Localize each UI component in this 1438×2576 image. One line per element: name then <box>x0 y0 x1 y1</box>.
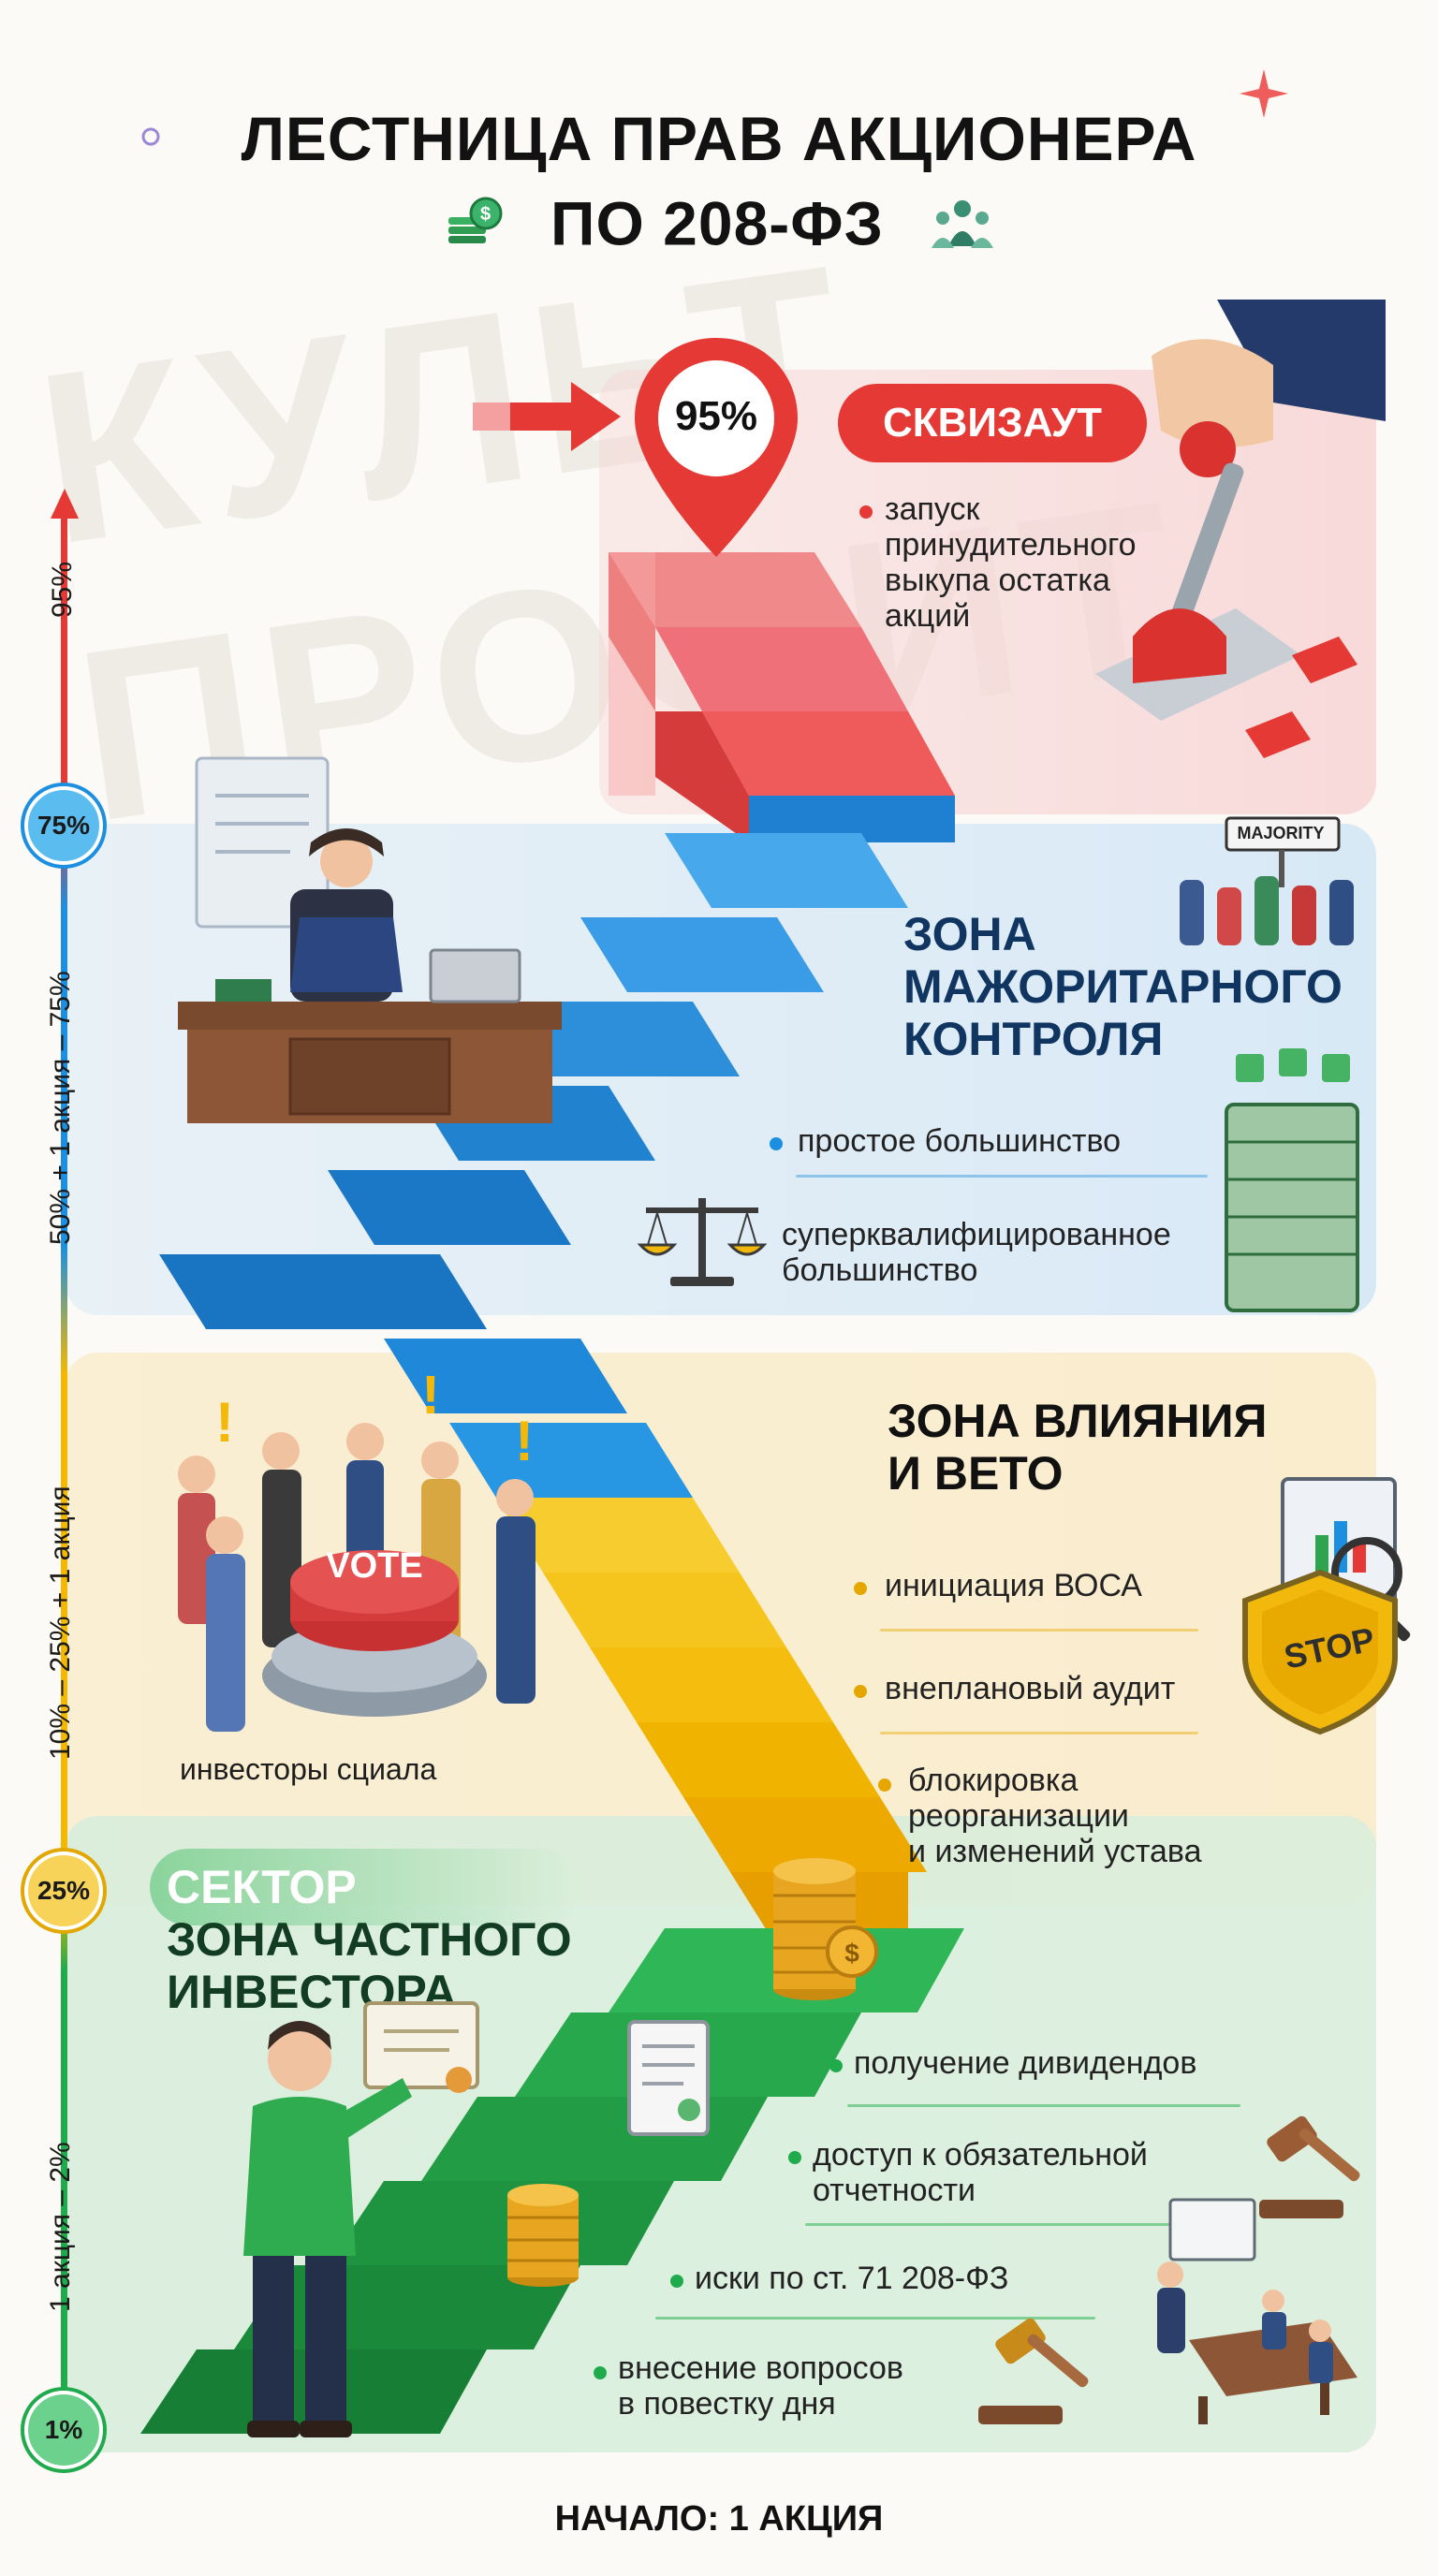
squeeze-out-line-4: акций <box>885 598 971 634</box>
scale-arrow-icon <box>51 489 79 519</box>
influence-bullet-block-line-3: и изменений устава <box>908 1834 1202 1869</box>
scale-marker-1: 1% <box>24 2391 103 2469</box>
majority-bullet-super-line-2: большинство <box>782 1252 978 1288</box>
private-separator-2 <box>805 2223 1208 2226</box>
influence-separator-1 <box>880 1629 1198 1632</box>
scales-icon <box>637 1198 768 1286</box>
coins-small-icon <box>507 2184 579 2287</box>
private-bullet-dot-2 <box>788 2151 801 2164</box>
squeeze-out-line-1: запуск <box>885 491 980 527</box>
majority-title-line-2: МАЖОРИТАРНОГО <box>903 960 1343 1013</box>
influence-title-line-1: ЗОНА ВЛИЯНИЯ <box>888 1395 1268 1447</box>
private-bullet-dot-4 <box>594 2366 607 2379</box>
private-bullet-reports-line-1: доступ к обязательной <box>813 2137 1148 2173</box>
location-pin-icon <box>635 338 798 557</box>
private-title-line-2: ЗОНА ЧАСТНОГО <box>167 1913 572 1966</box>
majority-title-line-1: ЗОНА <box>903 908 1036 960</box>
influence-bullet-block-line-1: блокировка <box>908 1763 1078 1798</box>
squeeze-out-dot <box>859 505 873 519</box>
svg-text:!: ! <box>421 1376 440 1426</box>
private-bullet-dot-1 <box>829 2059 843 2072</box>
circle-deco-icon <box>141 127 160 146</box>
private-separator-1 <box>847 2104 1240 2107</box>
influence-title: ЗОНА ВЛИЯНИЯ И ВЕТО <box>888 1395 1267 1500</box>
private-title-pill <box>150 1849 580 1925</box>
scale-bar-red <box>61 517 67 798</box>
executive-desk-icon <box>178 756 562 1123</box>
title-line-2: ПО 208-ФЗ <box>550 188 884 258</box>
influence-bullet-block-line-2: реорганизации <box>908 1798 1129 1834</box>
svg-text:!: ! <box>515 1410 534 1472</box>
squeeze-out-text: запуск принудительного выкупа остатка ак… <box>885 491 1137 634</box>
svg-text:!: ! <box>215 1391 234 1454</box>
majority-title-line-3: КОНТРОЛЯ <box>903 1013 1164 1065</box>
title-line-1: ЛЕСТНИЦА ПРАВ АКЦИОНЕРА <box>241 104 1197 173</box>
vote-button-label: VOTE <box>326 1546 423 1586</box>
scale-range-influence: 10% – 25% + 1 акция <box>45 1486 76 1760</box>
scale-range-majority: 50% + 1 акция – 75% <box>45 971 76 1245</box>
stop-shield-icon <box>1242 1477 1411 1735</box>
influence-bullet-block: блокировка реорганизации и изменений уст… <box>908 1763 1202 1869</box>
scale-marker-25: 25% <box>24 1852 103 1930</box>
influence-bullet-egm: инициация ВОСА <box>885 1568 1142 1603</box>
private-bullet-dot-3 <box>670 2275 683 2288</box>
private-title: СЕКТОР ЗОНА ЧАСТНОГО ИНВЕСТОРА <box>167 1861 572 2018</box>
majority-bullet-super-line-1: суперквалифицированное <box>782 1217 1171 1252</box>
pin-label: 95% <box>674 393 758 439</box>
scale-bar-yellow <box>61 1245 67 1891</box>
influence-bullet-dot-2 <box>854 1685 867 1698</box>
influence-bullet-dot-3 <box>878 1778 891 1792</box>
page-title: ЛЕСТНИЦА ПРАВ АКЦИОНЕРА <box>0 103 1438 174</box>
svg-text:$: $ <box>844 1939 859 1968</box>
meeting-icon <box>1157 2198 1357 2424</box>
majority-bullet-dot-1 <box>770 1137 783 1150</box>
private-bullet-dividends: получение дивидендов <box>854 2045 1197 2081</box>
private-bullet-agenda-line-2: в повестку дня <box>618 2386 836 2422</box>
scale-bar-blue <box>61 798 67 1247</box>
svg-text:$: $ <box>480 204 492 225</box>
influence-bullet-dot-1 <box>854 1582 867 1595</box>
investors-caption: инвесторы сциала <box>180 1752 437 1786</box>
squeeze-out-line-3: выкупа остатка <box>885 563 1110 598</box>
private-bullet-reports: доступ к обязательной отчетности <box>813 2137 1148 2208</box>
scale-range-private: 1 акция – 2% <box>45 2142 76 2312</box>
scale-marker-75: 75% <box>24 786 103 865</box>
sparkle-icon <box>1240 69 1288 118</box>
coins-icon: $ <box>773 1858 878 2000</box>
lever-icon <box>1095 300 1386 758</box>
gavel-icon <box>1259 2115 1360 2218</box>
majority-sign: MAJORITY <box>1237 824 1325 842</box>
private-title-line-1: СЕКТОР <box>167 1861 357 1913</box>
page-subtitle: $ ПО 208-ФЗ <box>0 183 1438 259</box>
majority-bullet-simple: простое большинство <box>798 1123 1122 1159</box>
private-separator-3 <box>655 2317 1095 2320</box>
private-bullet-agenda: внесение вопросов в повестку дня <box>618 2350 903 2422</box>
private-bullet-agenda-line-1: внесение вопросов <box>618 2350 903 2386</box>
squeeze-out-line-2: принудительного <box>885 527 1137 563</box>
cash-stack-icon: $ <box>443 195 505 253</box>
staircase <box>140 552 964 2434</box>
squeeze-out-title: СКВИЗАУТ <box>838 384 1147 462</box>
raised-hands-icon <box>1180 816 1354 945</box>
gavel-2-icon <box>978 2318 1089 2424</box>
investors-group-icon: ! ! ! <box>178 1376 536 1732</box>
footer-start: НАЧАЛО: 1 АКЦИЯ <box>554 2499 884 2539</box>
influence-title-line-2: И ВЕТО <box>888 1447 1064 1500</box>
scale-label-95: 95% <box>47 561 78 618</box>
private-bullet-lawsuits: иски по ст. 71 208-ФЗ <box>695 2261 1009 2296</box>
scale-bar-green <box>61 1891 67 2424</box>
majority-bullet-super: суперквалифицированное большинство <box>782 1217 1171 1288</box>
private-bullet-reports-line-2: отчетности <box>813 2173 976 2208</box>
private-investor-icon <box>243 2001 479 2437</box>
majority-separator <box>796 1175 1208 1178</box>
influence-separator-2 <box>880 1732 1198 1734</box>
influence-bullet-audit: внеплановый аудит <box>885 1671 1176 1706</box>
document-scroll-icon <box>627 2020 710 2136</box>
arrow-right-icon <box>473 382 621 451</box>
money-stack-icon <box>1225 1048 1359 1312</box>
team-icon <box>930 196 995 252</box>
majority-title: ЗОНА МАЖОРИТАРНОГО КОНТРОЛЯ <box>903 908 1343 1065</box>
